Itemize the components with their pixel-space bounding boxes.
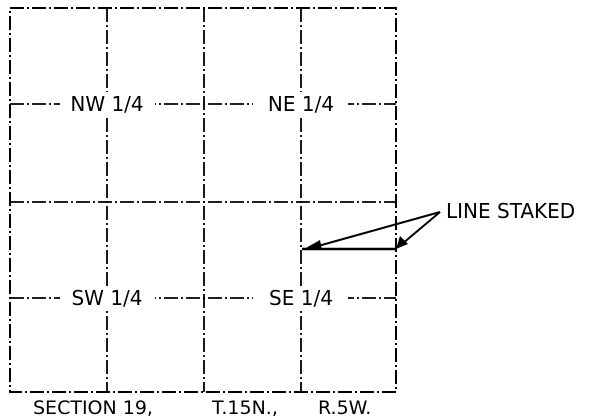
line-staked-label: LINE STAKED	[446, 199, 575, 223]
caption-range: R.5W.	[318, 397, 371, 419]
nw-quarter-label: NW 1/4	[70, 92, 143, 116]
arrowhead-start-icon	[304, 240, 322, 250]
ne-quarter-label: NE 1/4	[268, 92, 334, 116]
caption-township: T.15N.,	[211, 397, 278, 419]
leader-line-to-start	[317, 211, 441, 247]
arrowhead-end-icon	[396, 236, 408, 249]
section-boundary	[9, 7, 397, 393]
se-quarter-label: SE 1/4	[269, 286, 333, 310]
sw-quarter-label: SW 1/4	[71, 286, 142, 310]
caption-section: SECTION 19,	[33, 397, 153, 419]
leader-line-to-end	[401, 211, 441, 245]
